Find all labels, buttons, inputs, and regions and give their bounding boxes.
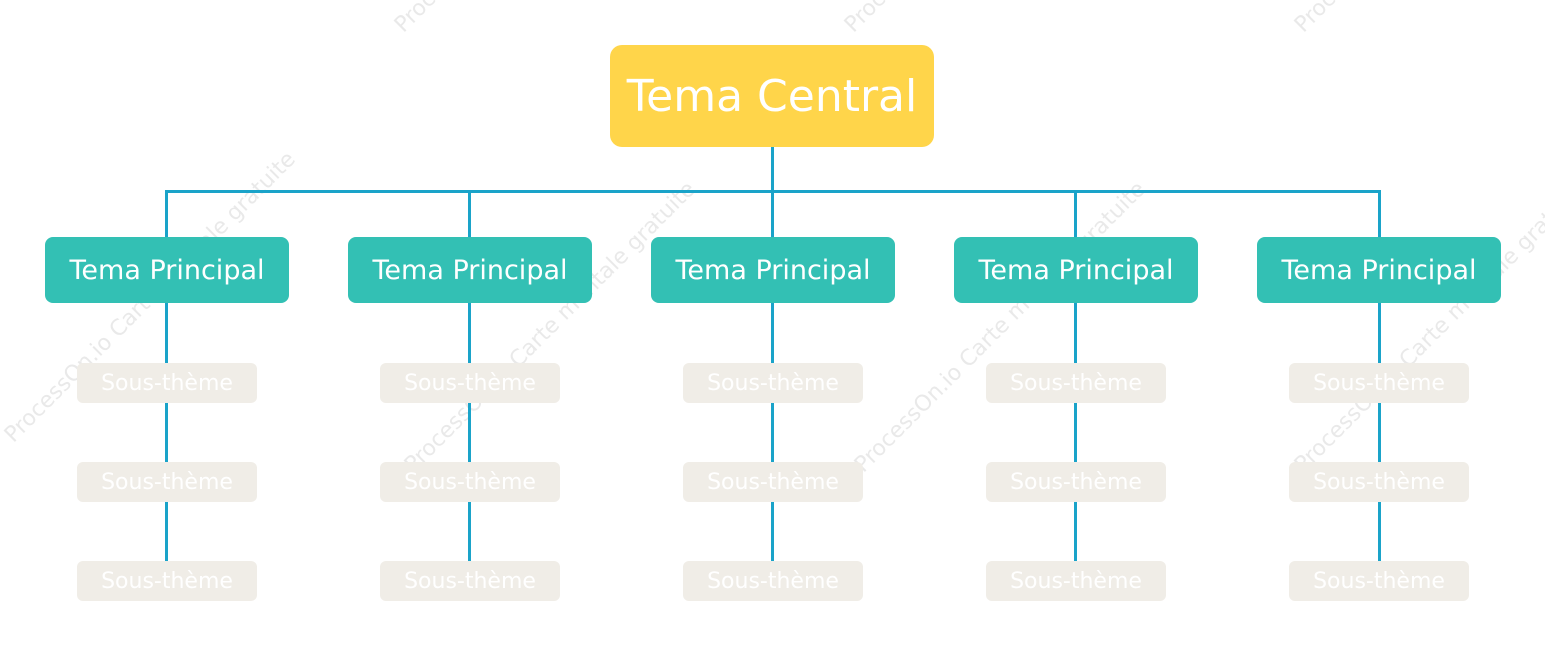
subtopic[interactable]: Sous-thème [1289, 462, 1469, 502]
subtopic[interactable]: Sous-thème [986, 462, 1166, 502]
subtopic-connector [1378, 303, 1381, 561]
central-connector [771, 147, 774, 192]
subtopic[interactable]: Sous-thème [1289, 363, 1469, 403]
subtopic[interactable]: Sous-thème [380, 462, 560, 502]
subtopic-connector [1074, 303, 1077, 561]
subtopic[interactable]: Sous-thème [683, 363, 863, 403]
subtopic[interactable]: Sous-thème [77, 363, 257, 403]
main-topic-1[interactable]: Tema Principal [45, 237, 289, 303]
watermark: ProcessOn.io Carte mentale gratuite [1290, 0, 1545, 38]
subtopic[interactable]: Sous-thème [683, 561, 863, 601]
branch-connector [165, 190, 168, 237]
watermark: ProcessOn.io Carte mentale gratuite [850, 176, 1151, 478]
subtopic[interactable]: Sous-thème [380, 363, 560, 403]
main-topic-3[interactable]: Tema Principal [651, 237, 895, 303]
main-topic-5[interactable]: Tema Principal [1257, 237, 1501, 303]
subtopic-connector [468, 303, 471, 561]
subtopic[interactable]: Sous-thème [77, 561, 257, 601]
subtopic[interactable]: Sous-thème [986, 561, 1166, 601]
subtopic[interactable]: Sous-thème [986, 363, 1166, 403]
subtopic[interactable]: Sous-thème [77, 462, 257, 502]
branch-connector [468, 190, 471, 237]
main-topic-4[interactable]: Tema Principal [954, 237, 1198, 303]
subtopic-connector [165, 303, 168, 561]
watermark: ProcessOn.io Carte mentale gratuite [400, 176, 701, 478]
watermark: ProcessOn.io Carte mentale gratuite [390, 0, 691, 38]
watermark: ProcessOn.io Carte mentale gratuite [840, 0, 1141, 38]
branch-connector [1074, 190, 1077, 237]
central-topic[interactable]: Tema Central [610, 45, 934, 147]
subtopic[interactable]: Sous-thème [1289, 561, 1469, 601]
subtopic-connector [771, 303, 774, 561]
branch-connector [1378, 190, 1381, 237]
watermark: ProcessOn.io Carte mentale gratuite [1290, 176, 1545, 478]
subtopic[interactable]: Sous-thème [380, 561, 560, 601]
main-topic-2[interactable]: Tema Principal [348, 237, 592, 303]
subtopic[interactable]: Sous-thème [683, 462, 863, 502]
branch-connector [771, 190, 774, 237]
